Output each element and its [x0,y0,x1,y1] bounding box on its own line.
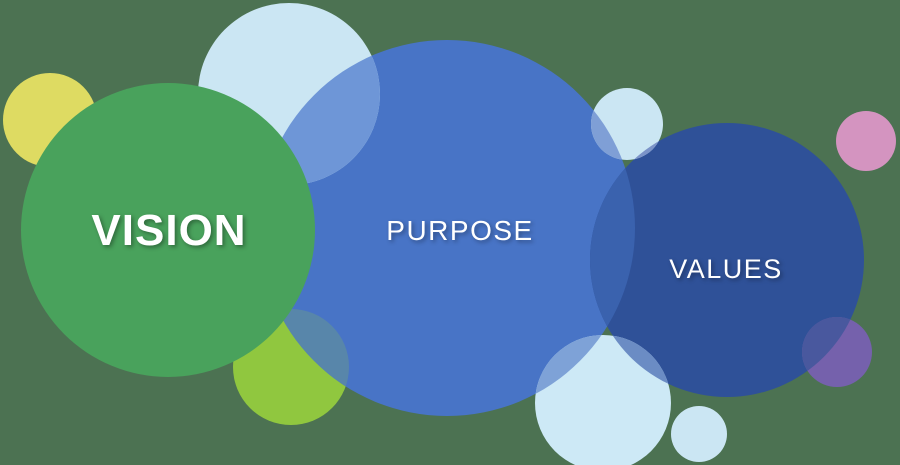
values-label: VALUES [669,254,783,284]
purpose-label: PURPOSE [386,215,533,246]
values-circle [590,123,864,397]
vision-label: VISION [91,206,246,255]
vision-circle [21,83,315,377]
pale-blue-bottom-small-circle [671,406,727,462]
pink-accent-circle [836,111,896,171]
